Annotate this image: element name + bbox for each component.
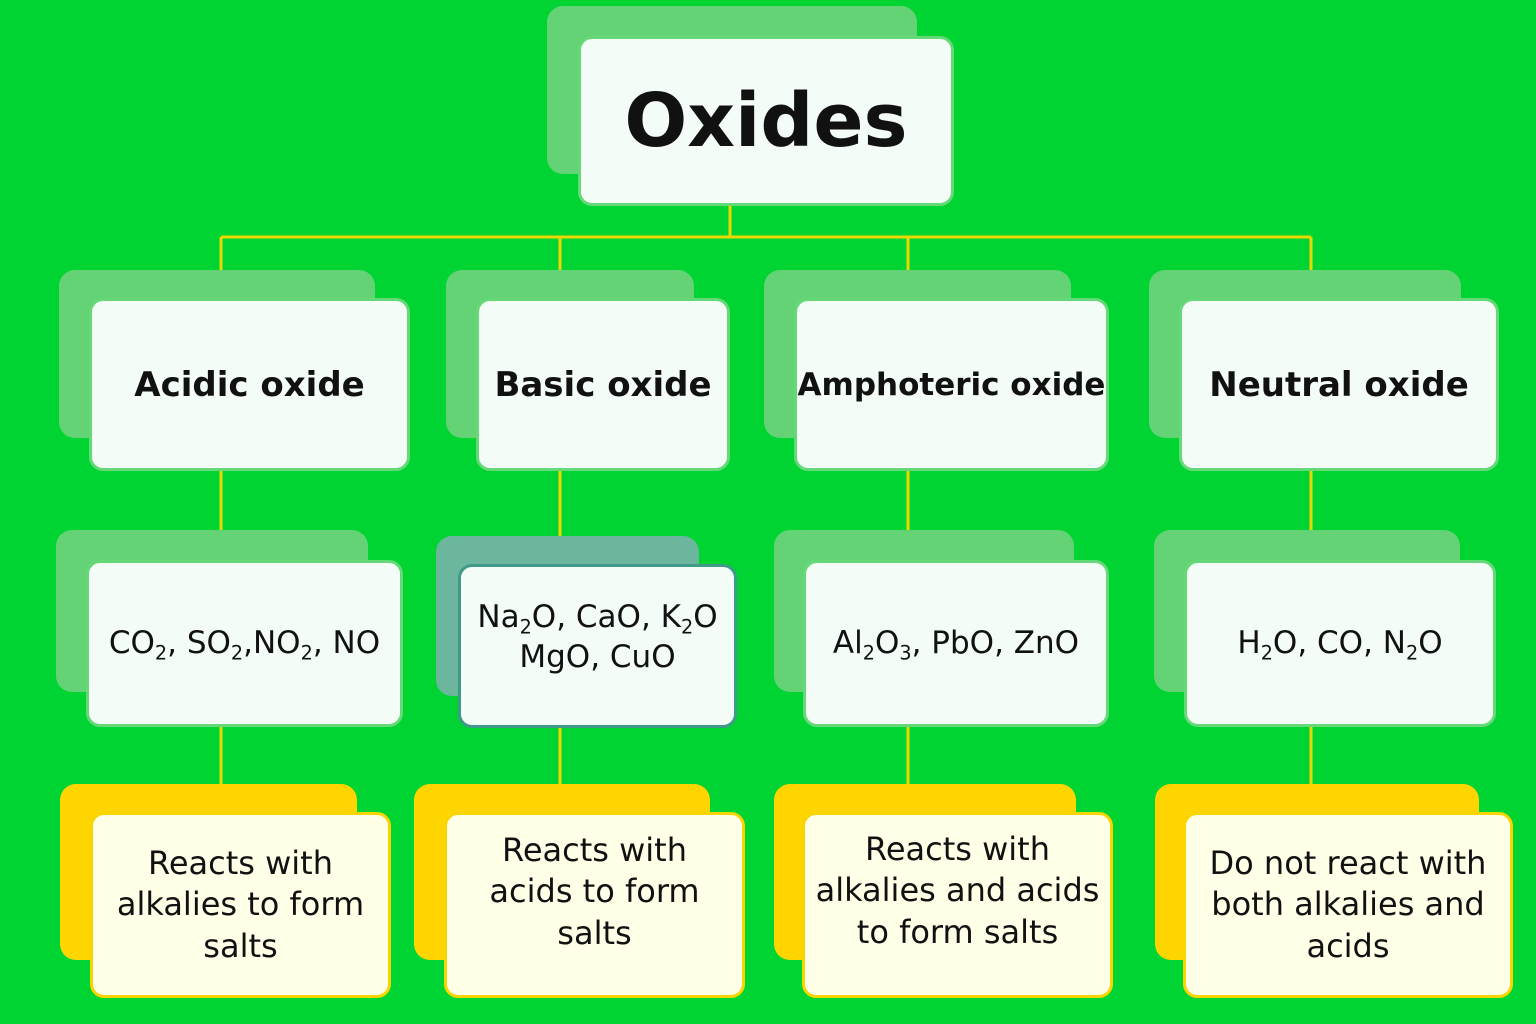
basic-description-text: Reacts with acids to form salts xyxy=(489,830,700,952)
acidic-examples-text: CO2, SO2,NO2, NO xyxy=(109,623,380,663)
formula-line: CO2, SO2,NO2, NO xyxy=(108,625,381,666)
formula-line: H2O, CO, N2O xyxy=(1237,625,1443,666)
amphoteric-examples-card: Al2O3, PbO, ZnO xyxy=(803,560,1109,727)
amphoteric-description-text: Reacts with alkalies and acids to form s… xyxy=(815,829,1100,951)
acidic-examples-card: CO2, SO2,NO2, NO xyxy=(86,560,403,727)
neutral-examples-text: H2O, CO, N2O xyxy=(1237,623,1442,663)
amphoteric-category-label: Amphoteric oxide xyxy=(797,366,1106,403)
acidic-category-card: Acidic oxide xyxy=(89,298,410,471)
amphoteric-examples-text: Al2O3, PbO, ZnO xyxy=(833,623,1079,663)
amphoteric-description-card: Reacts with alkalies and acids to form s… xyxy=(802,812,1113,998)
acidic-description-card: Reacts with alkalies to form salts xyxy=(90,812,391,998)
formula-line: Na2O, CaO, K2O xyxy=(477,598,718,639)
basic-category-card: Basic oxide xyxy=(476,298,730,471)
basic-description-card: Reacts with acids to form salts xyxy=(444,812,745,998)
basic-category-label: Basic oxide xyxy=(494,364,712,405)
title-card: Oxides xyxy=(578,36,954,206)
diagram-title: Oxides xyxy=(624,78,908,164)
neutral-description-text: Do not react with both alkalies and acid… xyxy=(1209,843,1487,965)
acidic-category-label: Acidic oxide xyxy=(134,364,365,405)
neutral-description-card: Do not react with both alkalies and acid… xyxy=(1183,812,1513,998)
neutral-examples-card: H2O, CO, N2O xyxy=(1184,560,1496,727)
amphoteric-category-card: Amphoteric oxide xyxy=(794,298,1109,471)
formula-line: Al2O3, PbO, ZnO xyxy=(832,625,1080,666)
neutral-category-label: Neutral oxide xyxy=(1209,364,1469,405)
acidic-description-text: Reacts with alkalies to form salts xyxy=(116,843,365,965)
formula-line: MgO, CuO xyxy=(519,639,676,675)
neutral-category-card: Neutral oxide xyxy=(1179,298,1499,471)
